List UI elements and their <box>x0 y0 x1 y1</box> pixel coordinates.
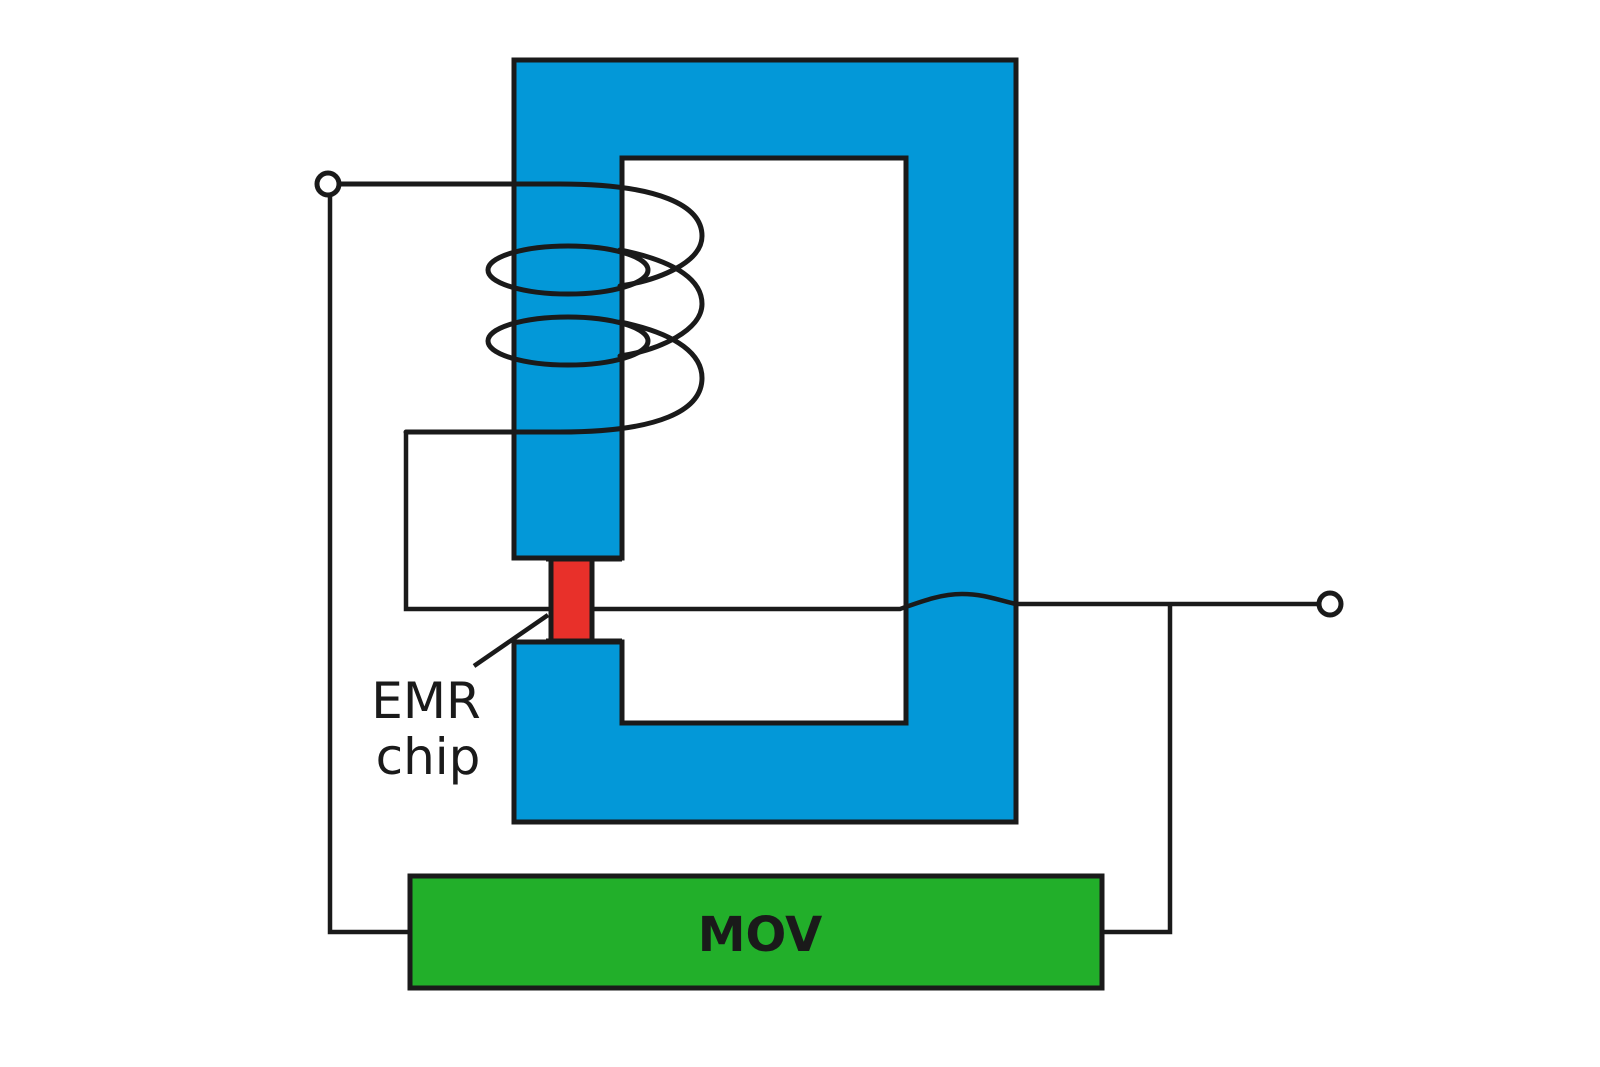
chip-leader-line <box>472 613 550 668</box>
wire-left-vertical <box>327 192 410 935</box>
emr-chip <box>548 555 595 645</box>
right-terminal <box>1316 590 1344 618</box>
mov-block <box>407 873 1105 991</box>
chip-label-line2: chip <box>376 728 481 786</box>
wire-right-vertical <box>1102 604 1173 935</box>
top-left-terminal <box>314 170 342 198</box>
magnetic-core <box>511 57 1019 825</box>
wire-chip-to-terminal <box>592 591 1318 612</box>
chip-label-line1: EMR <box>371 672 480 730</box>
wire-coil-to-chip <box>403 432 551 612</box>
circuit-wires <box>327 192 1318 935</box>
coil-winding <box>337 181 705 435</box>
mov-label: MOV <box>698 907 822 963</box>
